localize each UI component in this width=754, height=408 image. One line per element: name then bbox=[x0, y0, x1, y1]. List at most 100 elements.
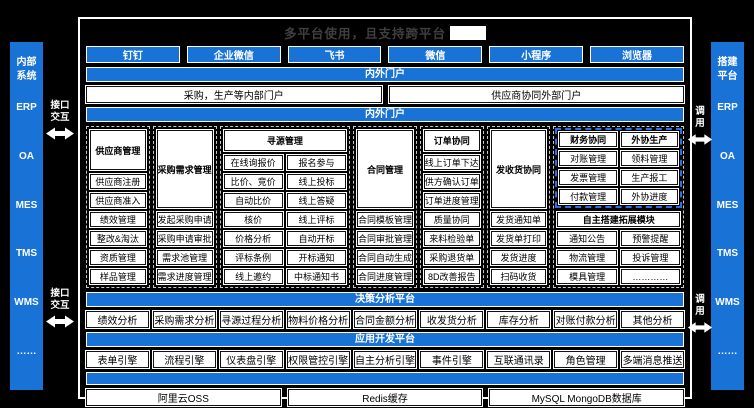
module-chip: ………… bbox=[620, 269, 680, 284]
module-chip: 核价 bbox=[223, 212, 283, 227]
module-chip: 通知公告 bbox=[557, 231, 617, 246]
double-arrow-icon bbox=[687, 321, 713, 333]
connector-label: 接口交互 bbox=[50, 288, 70, 312]
module-column-sourcing: 寻源管理 在线询报价比价、竞价自动比价核价价格分析评标条例线上邀约 报名参与线上… bbox=[219, 126, 351, 288]
infra-box: 阿里云OSS bbox=[86, 389, 281, 406]
module-chip: 报名参与 bbox=[286, 155, 347, 170]
decision-row: 绩效分析采购需求分析寻源过程分析物料价格分析合同金额分析收发货分析库存分析对账付… bbox=[86, 311, 685, 328]
diagram-title: 多平台使用，且支持跨平台 bbox=[86, 23, 684, 42]
module-chip: 来料检验单 bbox=[423, 231, 480, 246]
sidebar-item: WMS bbox=[715, 297, 740, 309]
module-chip: 线上邀约 bbox=[223, 269, 283, 284]
module-chip: 发货进度 bbox=[490, 250, 547, 265]
module-chip: 合同审批管理 bbox=[357, 231, 413, 246]
module-chip: 线上投标 bbox=[286, 174, 347, 189]
connector-label: 接口交互 bbox=[50, 100, 70, 124]
module-chip: 线上订单下达 bbox=[423, 155, 480, 170]
module-column-delivery: 发收货协同 发货通知单发货单打印发货进度扫码收货 bbox=[486, 126, 551, 288]
sidebar-item: …… bbox=[16, 346, 37, 358]
module-chip: 质量协同 bbox=[423, 212, 480, 227]
double-arrow-icon bbox=[687, 133, 713, 145]
sidebar-item: ERP bbox=[717, 101, 738, 113]
module-chip: 发起采购申请 bbox=[156, 212, 213, 227]
module-chip: 合同模板管理 bbox=[357, 212, 413, 227]
extension-header: 自主搭建拓展模块 bbox=[557, 212, 680, 227]
module-chip: 整改&淘汰 bbox=[90, 231, 146, 246]
engine-chip: 自主分析引擎 bbox=[353, 351, 417, 368]
module-chip: 在线询报价 bbox=[223, 155, 283, 170]
left-bottom-connector: 接口交互 bbox=[43, 288, 77, 329]
portal-row: 采购，生产等内部门户供应商协同外部门户 bbox=[86, 86, 684, 103]
portal-bar-main: 内外门户 bbox=[86, 107, 684, 122]
analysis-chip: 库存分析 bbox=[487, 311, 551, 328]
module-chip: 开标通知 bbox=[286, 250, 347, 265]
spacer-bar bbox=[86, 372, 684, 385]
module-chip: 预警提醒 bbox=[620, 231, 680, 246]
redaction-box bbox=[450, 25, 486, 40]
connector-label: 调用 bbox=[695, 106, 705, 130]
module-chip: 线上评标 bbox=[286, 212, 347, 227]
analysis-chip: 收发货分析 bbox=[420, 311, 484, 328]
engine-chip: 表单引擎 bbox=[86, 351, 149, 368]
sidebar-item: WMS bbox=[14, 297, 39, 309]
module-chip: 线上答疑 bbox=[286, 193, 347, 208]
engine-chip: 互联通讯录 bbox=[487, 351, 551, 368]
module-chip: 供应商准入 bbox=[90, 193, 146, 208]
infra-row: 阿里云OSS Redis缓存 MySQL MongoDB数据库 bbox=[86, 389, 685, 406]
module-column-contract: 合同管理 合同模板管理合同审批管理合同自动生成合同进度管理 bbox=[353, 126, 417, 288]
analysis-chip: 寻源过程分析 bbox=[219, 311, 283, 328]
module-chip: 价格分析 bbox=[223, 231, 283, 246]
left-top-connector: 接口交互 bbox=[43, 100, 77, 141]
analysis-chip: 合同金额分析 bbox=[353, 311, 417, 328]
sidebar-item: OA bbox=[719, 150, 735, 162]
double-arrow-icon bbox=[46, 315, 74, 328]
module-chip: 中标通知书 bbox=[286, 269, 347, 284]
portal-bar-top: 内外门户 bbox=[86, 67, 684, 82]
module-chip: 订单进度管理 bbox=[423, 193, 480, 208]
module-column-supplier: 供应商管理 供应商注册供应商准入绩效管理整改&淘汰资质管理样品管理 bbox=[86, 126, 150, 288]
double-arrow-icon bbox=[46, 127, 74, 140]
infra-box: MySQL MongoDB数据库 bbox=[489, 389, 685, 406]
appdev-platform-bar: 应用开发平台 bbox=[86, 332, 684, 347]
module-chip: 物流管理 bbox=[557, 250, 617, 265]
module-chip: 样品管理 bbox=[90, 269, 146, 284]
module-chip: 对账管理 bbox=[559, 151, 617, 166]
engine-chip: 流程引擎 bbox=[152, 351, 216, 368]
module-header: 供应商管理 bbox=[90, 130, 146, 170]
sidebar-title: 搭建平台 bbox=[717, 57, 738, 82]
portal-box: 采购，生产等内部门户 bbox=[86, 86, 382, 103]
infra-box: Redis缓存 bbox=[287, 389, 483, 406]
engine-chip: 角色管理 bbox=[554, 351, 618, 368]
analysis-chip: 物料价格分析 bbox=[286, 311, 350, 328]
title-text: 多平台使用，且支持跨平台 bbox=[283, 27, 446, 41]
module-chip: 模具管理 bbox=[557, 269, 617, 284]
module-chip: 自动开标 bbox=[286, 231, 347, 246]
sidebar-item: …… bbox=[717, 346, 738, 358]
main-panel: 多平台使用，且支持跨平台 钉钉企业微信飞书微信小程序浏览器 内外门户 采购，生产… bbox=[78, 17, 692, 406]
analysis-chip: 采购需求分析 bbox=[152, 311, 216, 328]
engine-chip: 权限管控引擎 bbox=[286, 351, 350, 368]
module-chip: 资质管理 bbox=[90, 250, 146, 265]
highlighted-module-group: 财务协同 对账管理发票管理付款管理 外协生产 领料管理生产报工外协进度 bbox=[555, 128, 682, 208]
sidebar-item: TMS bbox=[15, 248, 38, 260]
module-chip: 8D改善报告 bbox=[423, 269, 480, 284]
module-chip: 扫码收货 bbox=[490, 269, 547, 284]
channel-chip: 钉钉 bbox=[86, 46, 180, 63]
module-chip: 采购退货单 bbox=[423, 250, 480, 265]
module-chip: 生产报工 bbox=[620, 170, 678, 185]
channel-chip: 企业微信 bbox=[186, 46, 281, 63]
right-top-connector: 调用 bbox=[686, 106, 714, 147]
module-chip: 供应商注册 bbox=[90, 174, 146, 189]
appdev-row: 表单引擎流程引擎仪表盘引擎权限管控引擎自主分析引擎事件引擎互联通讯录角色管理多端… bbox=[86, 351, 685, 368]
module-chip: 投诉管理 bbox=[620, 250, 680, 265]
channel-chip: 飞书 bbox=[287, 46, 382, 63]
module-column-finance-outsourcing: 财务协同 对账管理发票管理付款管理 外协生产 领料管理生产报工外协进度 自主搭建… bbox=[553, 126, 684, 288]
analysis-chip: 其他分析 bbox=[621, 311, 685, 328]
module-column-finance: 财务协同 对账管理发票管理付款管理 bbox=[559, 132, 617, 204]
connector-label: 调用 bbox=[695, 294, 705, 318]
sidebar-title: 内部系统 bbox=[16, 57, 37, 82]
